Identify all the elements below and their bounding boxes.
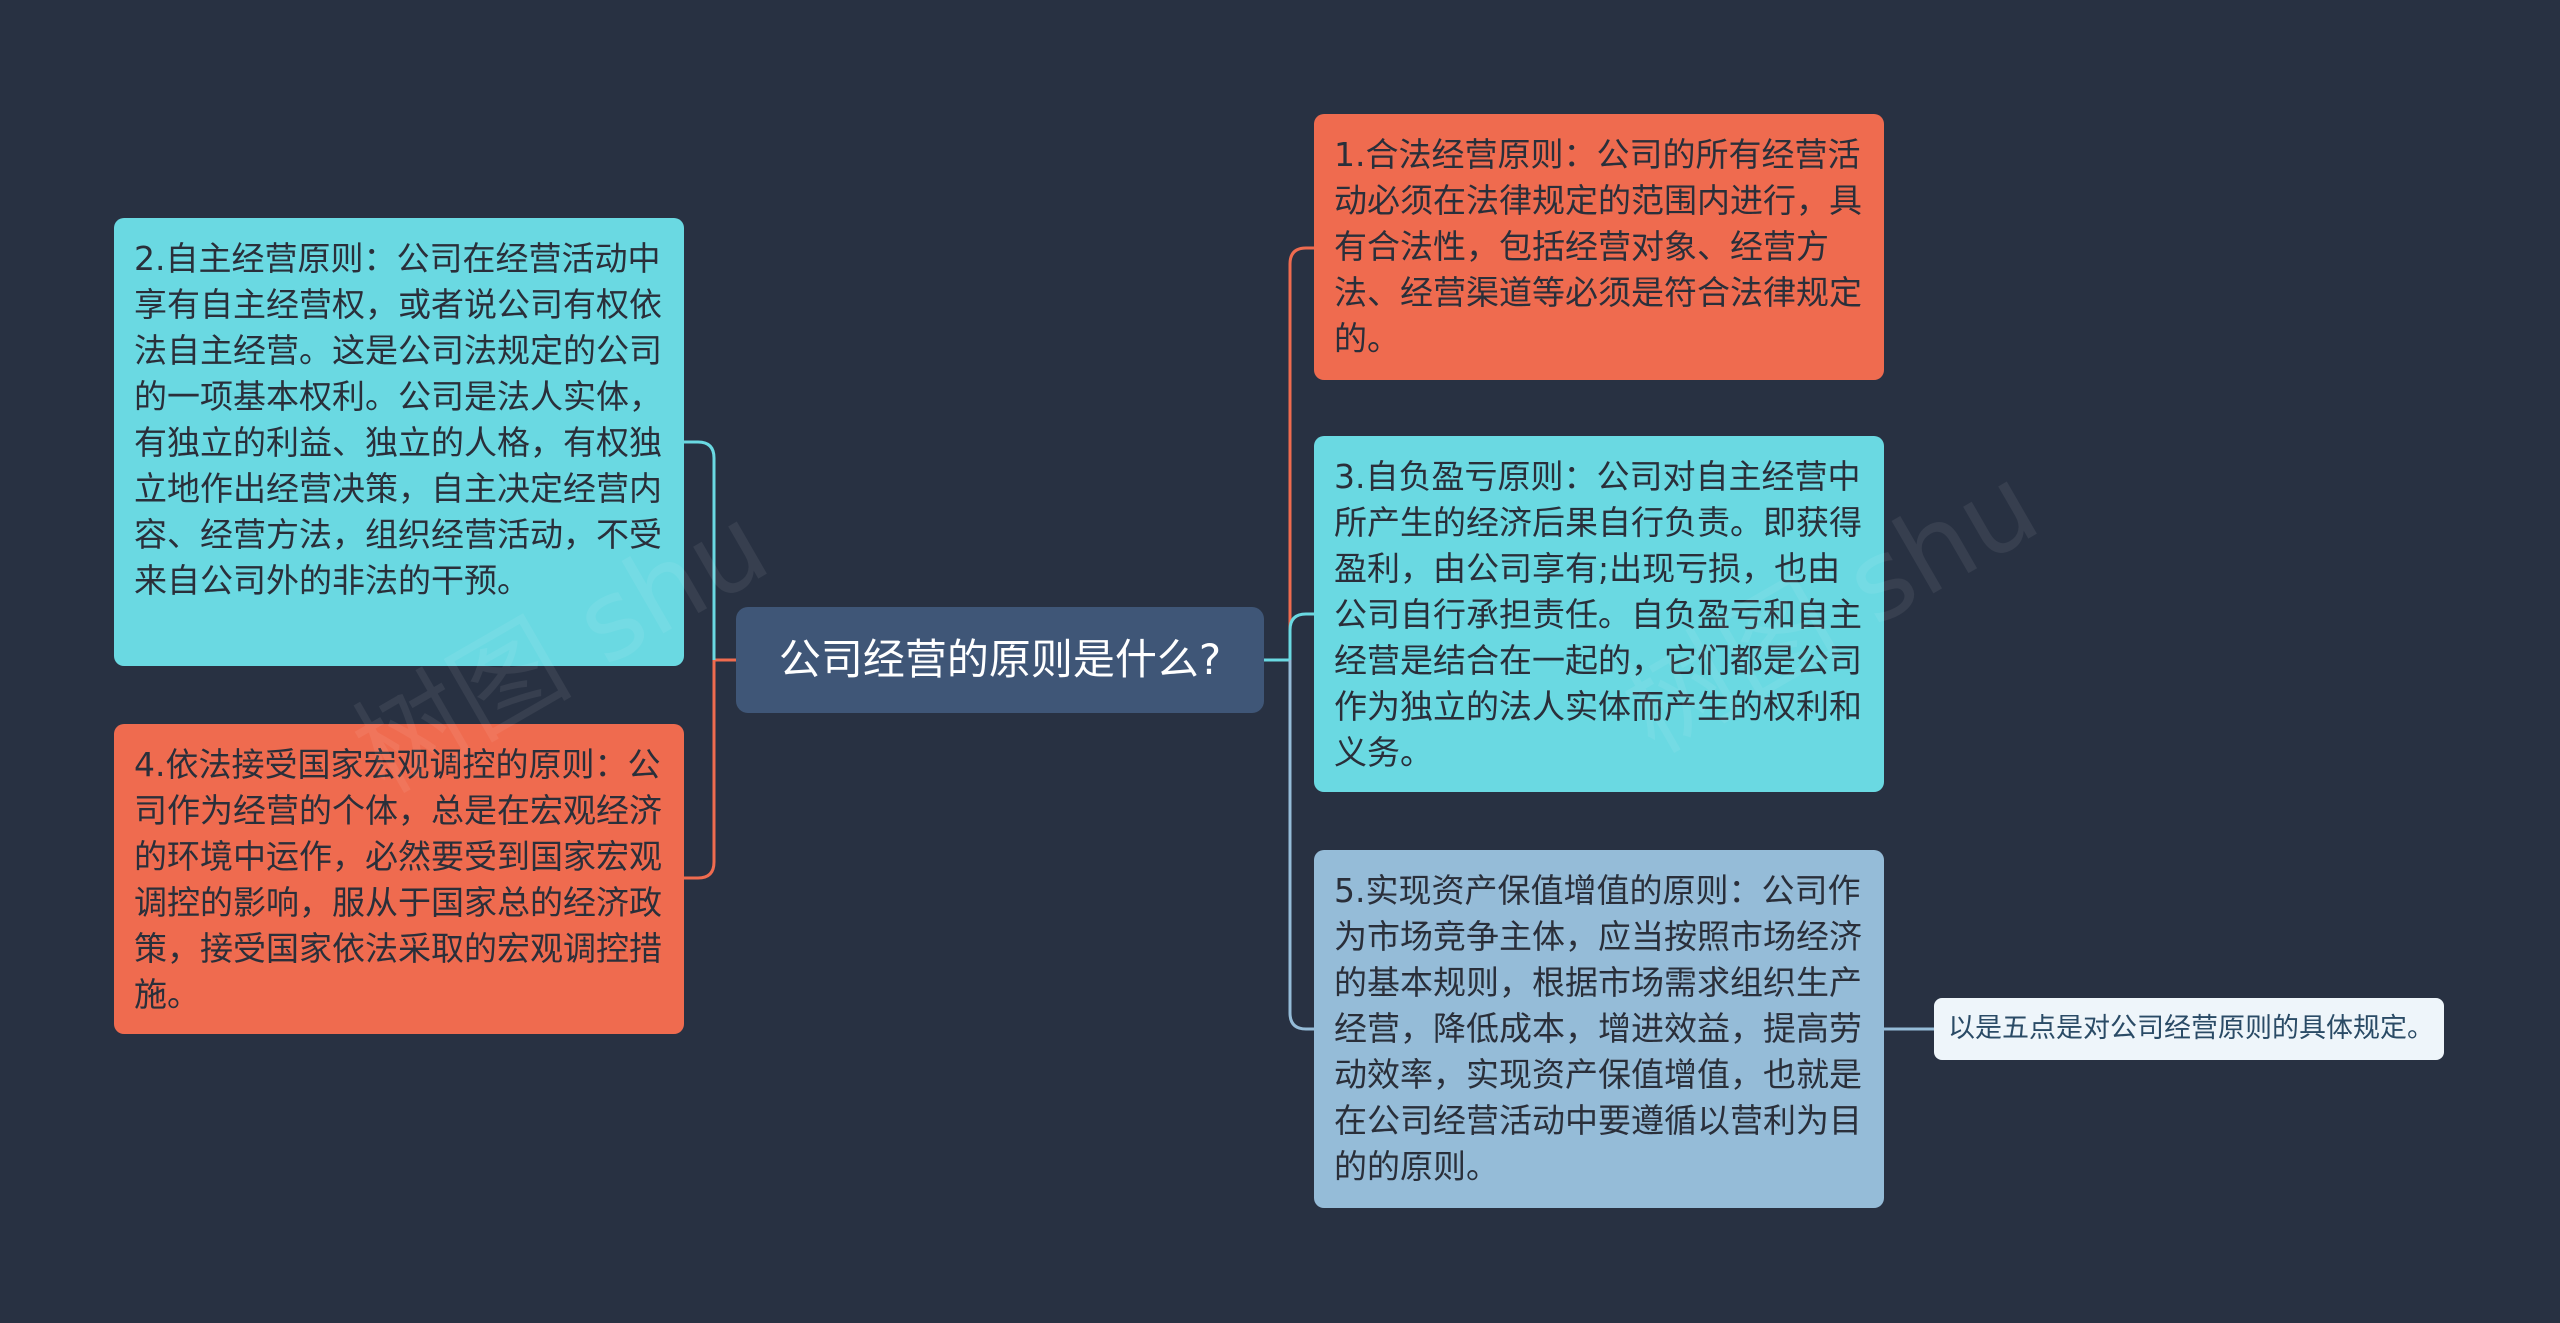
topic-node-2-text: 2.自主经营原则：公司在经营活动中享有自主经营权，或者说公司有权依法自主经营。这… bbox=[134, 239, 662, 600]
connector-to-node-5 bbox=[1288, 660, 1314, 1031]
topic-node-5[interactable]: 5.实现资产保值增值的原则：公司作为市场竞争主体，应当按照市场经济的基本规则，根… bbox=[1314, 850, 1884, 1208]
central-topic[interactable]: 公司经营的原则是什么? bbox=[736, 607, 1264, 713]
topic-node-5-text: 5.实现资产保值增值的原则：公司作为市场竞争主体，应当按照市场经济的基本规则，根… bbox=[1334, 871, 1862, 1186]
connector-to-node-4 bbox=[684, 660, 716, 880]
topic-node-4[interactable]: 4.依法接受国家宏观调控的原则：公司作为经营的个体，总是在宏观经济的环境中运作，… bbox=[114, 724, 684, 1034]
note-node-text: 以是五点是对公司经营原则的具体规定。 bbox=[1948, 1013, 2434, 1044]
note-node[interactable]: 以是五点是对公司经营原则的具体规定。 bbox=[1934, 998, 2444, 1060]
topic-node-3[interactable]: 3.自负盈亏原则：公司对自主经营中所产生的经济后果自行负责。即获得盈利，由公司享… bbox=[1314, 436, 1884, 792]
topic-node-1-text: 1.合法经营原则：公司的所有经营活动必须在法律规定的范围内进行，具有合法性，包括… bbox=[1334, 135, 1862, 358]
central-topic-label: 公司经营的原则是什么? bbox=[778, 635, 1222, 684]
connector-to-node-3 bbox=[1288, 612, 1314, 660]
topic-node-3-text: 3.自负盈亏原则：公司对自主经营中所产生的经济后果自行负责。即获得盈利，由公司享… bbox=[1334, 457, 1862, 772]
topic-node-4-text: 4.依法接受国家宏观调控的原则：公司作为经营的个体，总是在宏观经济的环境中运作，… bbox=[134, 745, 662, 1014]
connector-to-node-2 bbox=[684, 440, 716, 660]
topic-node-1[interactable]: 1.合法经营原则：公司的所有经营活动必须在法律规定的范围内进行，具有合法性，包括… bbox=[1314, 114, 1884, 380]
connector-to-node-1 bbox=[1288, 246, 1314, 660]
topic-node-2[interactable]: 2.自主经营原则：公司在经营活动中享有自主经营权，或者说公司有权依法自主经营。这… bbox=[114, 218, 684, 666]
